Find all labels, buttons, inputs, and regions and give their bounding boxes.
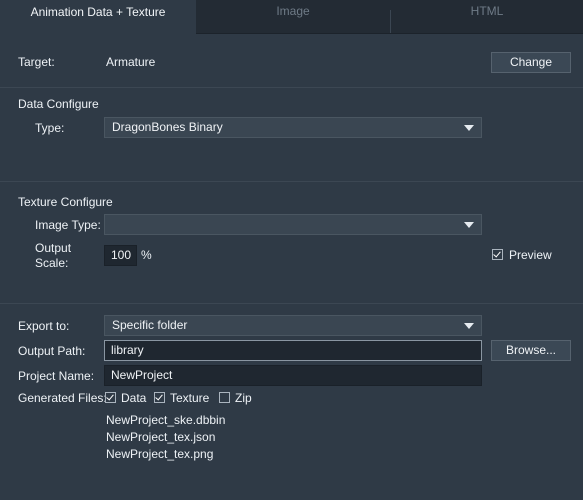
- preview-label: Preview: [509, 248, 552, 262]
- texture-checkbox[interactable]: [154, 392, 165, 403]
- tab-label: Animation Data + Texture: [30, 5, 166, 19]
- tab-separator: [390, 10, 391, 33]
- chevron-down-icon: [464, 323, 474, 329]
- browse-button[interactable]: Browse...: [491, 340, 571, 361]
- output-path-label: Output Path:: [18, 344, 86, 358]
- target-value: Armature: [106, 55, 156, 69]
- tab-animation-data-texture[interactable]: Animation Data + Texture: [0, 0, 196, 34]
- section-divider: [0, 181, 583, 182]
- texture-option-label: Texture: [170, 391, 210, 405]
- preview-checkbox[interactable]: [492, 249, 503, 260]
- zip-checkbox[interactable]: [219, 392, 230, 403]
- type-select-value: DragonBones Binary: [112, 120, 223, 134]
- type-label: Type:: [35, 121, 65, 135]
- tab-label: HTML: [470, 4, 504, 18]
- data-option-label: Data: [121, 391, 147, 405]
- tab-image[interactable]: Image: [196, 0, 390, 33]
- export-to-select-value: Specific folder: [112, 318, 188, 332]
- export-to-select[interactable]: Specific folder: [104, 315, 482, 336]
- type-select[interactable]: DragonBones Binary: [104, 117, 482, 138]
- data-checkbox[interactable]: [105, 392, 116, 403]
- output-scale-unit: %: [141, 248, 152, 262]
- output-scale-label-line1: Output: [35, 241, 72, 255]
- generated-files-label: Generated Files:: [18, 391, 107, 405]
- image-type-select[interactable]: [104, 214, 482, 235]
- section-divider: [0, 87, 583, 88]
- generated-file-item: NewProject_tex.json: [106, 430, 216, 444]
- texture-configure-title: Texture Configure: [18, 195, 113, 209]
- tab-html[interactable]: HTML: [391, 0, 583, 33]
- tab-label: Image: [276, 4, 310, 18]
- chevron-down-icon: [464, 222, 474, 228]
- data-configure-title: Data Configure: [18, 97, 99, 111]
- output-scale-input[interactable]: 100: [104, 245, 137, 266]
- export-tabs: Animation Data + Texture Image HTML: [0, 0, 583, 34]
- output-scale-label-line2: Scale:: [35, 256, 69, 270]
- output-path-input[interactable]: library: [104, 340, 482, 361]
- check-icon: [493, 249, 501, 258]
- chevron-down-icon: [464, 125, 474, 131]
- image-type-label: Image Type:: [35, 218, 101, 232]
- change-button[interactable]: Change: [491, 52, 571, 73]
- target-label: Target:: [18, 55, 55, 69]
- section-divider: [0, 303, 583, 304]
- generated-file-item: NewProject_tex.png: [106, 447, 214, 461]
- check-icon: [155, 392, 163, 401]
- export-to-label: Export to:: [18, 319, 70, 333]
- zip-option-label: Zip: [235, 391, 252, 405]
- generated-file-item: NewProject_ske.dbbin: [106, 413, 226, 427]
- project-name-input[interactable]: NewProject: [104, 365, 482, 386]
- project-name-label: Project Name:: [18, 369, 95, 383]
- check-icon: [106, 392, 114, 401]
